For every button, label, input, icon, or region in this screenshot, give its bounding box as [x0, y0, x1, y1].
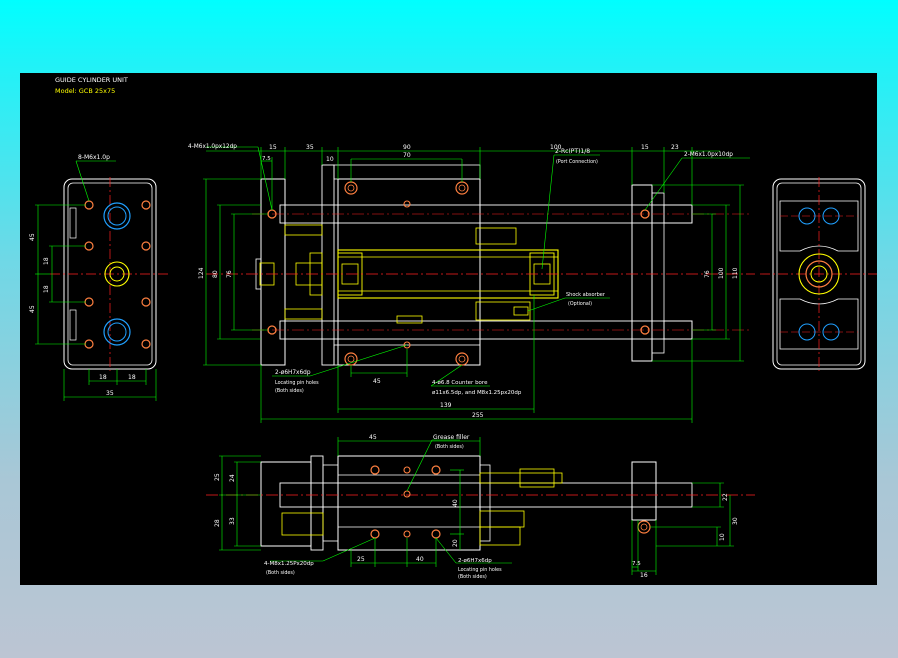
dim-b28: 28	[214, 519, 221, 527]
label-pin-bottom-sub: Locating pin holes	[458, 567, 502, 573]
label-port: 2-Rc(PT)1/8	[555, 148, 590, 155]
label-shock: Shock absorber	[566, 292, 606, 298]
label-grease: Grease filler	[433, 434, 470, 441]
dim-d100r: 100	[718, 267, 725, 279]
label-pin-bottom: 2-ø6H7x6dp	[458, 558, 492, 564]
dim-b7-5: 7.5	[632, 561, 641, 567]
dim-b22: 22	[722, 493, 729, 501]
label-tap-left: 8-M6x1.0p	[78, 154, 110, 161]
label-port-sub: (Port Connection)	[556, 159, 598, 165]
lower-guide-bore	[103, 318, 131, 346]
dim-b24: 24	[229, 474, 236, 482]
dim-b45: 45	[369, 434, 377, 441]
dim-d15a: 15	[269, 144, 277, 151]
drawing-title: GUIDE CYLINDER UNIT	[55, 76, 128, 84]
drawing-model: Model: GCB 25x75	[55, 87, 115, 95]
rod-bore-right	[798, 253, 840, 295]
dim-d76: 76	[226, 270, 233, 278]
dim-b40: 40	[452, 499, 459, 507]
dim-b25h: 25	[357, 556, 365, 563]
label-cbore: 4-ø6.8 Counter bore	[432, 380, 488, 386]
label-grease-sub: (Both sides)	[435, 444, 464, 450]
dim-l18c: 18	[99, 374, 107, 381]
dim-d35: 35	[306, 144, 314, 151]
dim-d10: 10	[326, 156, 334, 163]
left-end-view: 8-M6x1.0p 45 18 18 45 18 18 35	[29, 154, 170, 401]
dim-l18b: 18	[43, 285, 50, 293]
label-tap-right: 2-M6x1.0px10dp	[684, 152, 733, 158]
label-pin-bottom-sub2: (Both sides)	[458, 574, 487, 580]
front-view: 4-M6x1.0px12dp 2-Rc(PT)1/8 (Port Connect…	[188, 144, 755, 423]
dim-d80: 80	[212, 270, 219, 278]
dim-l45b: 45	[29, 305, 36, 313]
dim-d76r: 76	[704, 270, 711, 278]
dim-l18a: 18	[43, 257, 50, 265]
dim-d23: 23	[671, 144, 679, 151]
dim-d124: 124	[198, 267, 205, 279]
dim-l45: 45	[29, 233, 36, 241]
dim-d100: 100	[550, 144, 562, 151]
label-pin-front: 2-ø6H7x6dp	[275, 370, 311, 376]
dim-d15b: 15	[641, 144, 649, 151]
label-pin-front-sub2: (Both sides)	[275, 388, 304, 394]
piston-rod-end	[104, 261, 130, 287]
dim-d70: 70	[403, 152, 411, 159]
dim-d255: 255	[472, 412, 484, 419]
dim-d110r: 110	[732, 267, 739, 279]
right-end-view	[760, 177, 877, 371]
dim-d90: 90	[403, 144, 411, 151]
dim-b40h: 40	[416, 556, 424, 563]
label-pin-front-sub: Locating pin holes	[275, 380, 319, 386]
dim-l18d: 18	[128, 374, 136, 381]
label-tap-top: 4-M6x1.0px12dp	[188, 144, 237, 150]
dim-b25: 25	[214, 473, 221, 481]
dim-b16: 16	[640, 572, 648, 579]
dim-d45: 45	[373, 378, 381, 385]
dim-b20: 20	[452, 539, 459, 547]
bottom-view: Grease filler (Both sides) 4-M8x1.25Px20…	[206, 434, 755, 580]
label-tap-bottom: 4-M8x1.25Px20dp	[264, 561, 314, 567]
dim-l35: 35	[106, 390, 114, 397]
label-tap-bottom-sub: (Both sides)	[266, 570, 295, 576]
dim-b30: 30	[732, 517, 739, 525]
label-shock-sub: (Optional)	[568, 301, 592, 307]
upper-guide-bore	[103, 202, 131, 230]
dim-b33: 33	[229, 517, 236, 525]
label-cbore-sub: ø11x6.5dp, and M8x1.25px20dp	[432, 390, 522, 396]
guide-cylinder-drawing: GUIDE CYLINDER UNIT Model: GCB 25x75	[29, 76, 877, 580]
dim-b10: 10	[719, 533, 726, 541]
dim-d139: 139	[440, 402, 452, 409]
cad-drawing-canvas: GUIDE CYLINDER UNIT Model: GCB 25x75	[20, 73, 877, 585]
dim-d7-5: 7.5	[262, 156, 271, 162]
